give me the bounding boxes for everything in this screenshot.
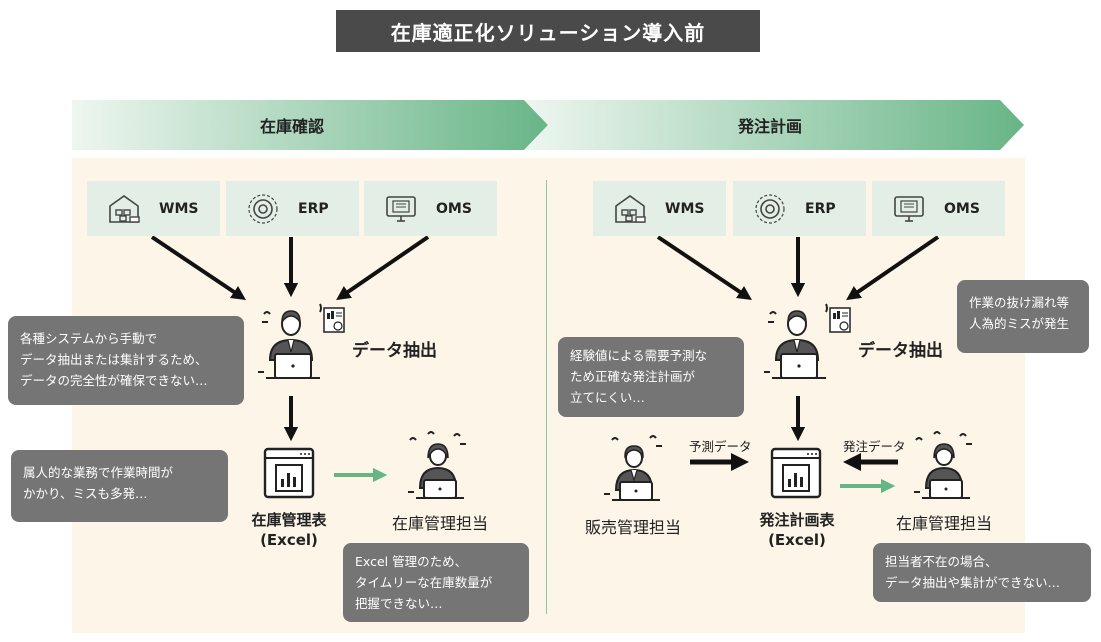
phase-arrow-1 (72, 100, 548, 150)
system-box-oms-right: OMS (872, 181, 1005, 236)
note-excel-management: Excel 管理のため、 タイムリーな在庫数量が 把握できない… (343, 543, 529, 622)
note-line: 作業の抜け漏れ等 (969, 295, 1070, 310)
stressed-manager-icon (914, 431, 972, 499)
system-box-wms-left: WMS (87, 181, 220, 236)
note-line: 把握できない… (355, 596, 443, 611)
data-extract-label-right: データ抽出 (858, 341, 943, 361)
system-box-oms-left: OMS (364, 181, 497, 236)
phase-label-inventory-check: 在庫確認 (259, 117, 324, 136)
note-absence: 担当者不在の場合、 データ抽出や集計ができない… (873, 543, 1091, 602)
stressed-sales-person-icon (604, 435, 662, 501)
section-divider (546, 180, 547, 614)
note-experience-forecast: 経験値による需要予測な ため正確な発注計画が 立てにくい… (558, 337, 744, 417)
note-line: 立てにくい… (570, 390, 645, 405)
note-line: 担当者不在の場合、 (885, 554, 998, 569)
note-line: 属人的な業務で作業時間が (23, 465, 174, 480)
monitor-icon (894, 195, 924, 222)
system-label-erp: ERP (805, 200, 836, 217)
inventory-sheet-label: 在庫管理表 (Excel) (236, 510, 342, 550)
system-label-wms: WMS (665, 200, 705, 217)
note-line: データ抽出または集計するため、 (20, 352, 208, 367)
system-box-wms-right: WMS (593, 181, 726, 236)
note-line: Excel 管理のため、 (355, 554, 468, 569)
warehouse-icon (615, 194, 646, 223)
order-data-label: 発注データ (843, 439, 906, 454)
system-label-oms: OMS (944, 200, 980, 217)
note-line: かかり、ミスも多発… (23, 486, 148, 501)
doc-label-line: 在庫管理表 (251, 511, 327, 529)
note-line: 経験値による需要予測な (570, 348, 708, 363)
page-title: 在庫適正化ソリューション導入前 (336, 10, 760, 52)
doc-label-line: (Excel) (768, 531, 826, 549)
system-box-erp-left: ERP (226, 181, 359, 236)
system-label-erp: ERP (298, 200, 329, 217)
system-label-oms: OMS (436, 200, 472, 217)
excel-sheet-icon (770, 447, 822, 499)
stressed-worker-icon (258, 303, 345, 379)
stressed-manager-icon (408, 431, 466, 499)
arrow-wms-to-extract-right (656, 235, 752, 301)
phase-chevrons (72, 100, 1024, 150)
note-line: ため正確な発注計画が (570, 369, 696, 384)
note-manual-extraction: 各種システムから手動で データ抽出または集計するため、 データの完全性が確保でき… (8, 316, 244, 405)
arrow-wms-to-extract-left (150, 235, 246, 301)
sales-manager-label: 販売管理担当 (585, 518, 682, 537)
phase-arrow-2 (524, 100, 1024, 150)
stressed-worker-icon (764, 303, 851, 379)
inventory-manager-label-right: 在庫管理担当 (896, 514, 993, 533)
note-line: 各種システムから手動で (20, 331, 158, 346)
gear-circle-icon (248, 193, 278, 224)
system-box-erp-right: ERP (733, 181, 866, 236)
phase-label-order-planning: 発注計画 (737, 117, 802, 136)
note-line: 人為的ミスが発生 (969, 316, 1070, 331)
inventory-manager-label-left: 在庫管理担当 (392, 514, 489, 533)
note-line: タイムリーな在庫数量が (355, 575, 493, 590)
note-human-error: 作業の抜け漏れ等 人為的ミスが発生 (957, 280, 1089, 353)
doc-label-line: (Excel) (260, 531, 318, 549)
note-line: データ抽出や集計ができない… (885, 575, 1061, 590)
note-person-dependent: 属人的な業務で作業時間が かかり、ミスも多発… (11, 450, 228, 522)
monitor-icon (386, 195, 416, 222)
order-plan-sheet-label: 発注計画表 (Excel) (744, 510, 850, 550)
arrow-oms-to-extract-left (336, 235, 430, 301)
system-label-wms: WMS (159, 200, 199, 217)
forecast-data-label: 予測データ (689, 439, 752, 454)
data-extract-label-left: データ抽出 (352, 341, 437, 361)
doc-label-line: 発注計画表 (759, 511, 835, 529)
excel-sheet-icon (263, 447, 315, 499)
arrow-oms-to-extract-right (846, 235, 940, 301)
warehouse-icon (109, 194, 140, 223)
note-line: データの完全性が確保できない… (20, 373, 208, 388)
gear-circle-icon (755, 193, 785, 224)
